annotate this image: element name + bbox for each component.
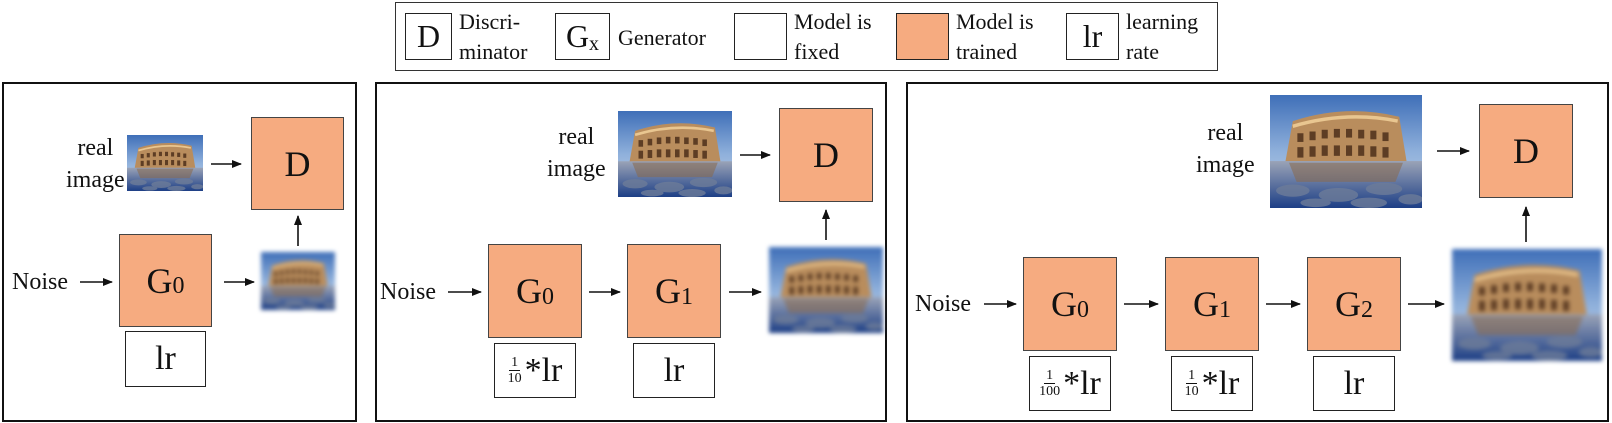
legend-d-label: Discri- minator [459, 9, 528, 64]
discriminator-3: D [1479, 104, 1573, 198]
lr-fraction-3-1-den: 10 [1184, 384, 1199, 399]
lr-box-3-1-label: *lr [1201, 364, 1240, 402]
stage-panel-1 [2, 82, 357, 422]
stage-panel-2 [375, 82, 887, 422]
generator-3-2-letter: G [1335, 284, 1361, 324]
lr-box-2-0: 1 10 *lr [494, 343, 576, 398]
lr-box-2-1: lr [633, 343, 715, 398]
lr-box-3-0-label: *lr [1063, 364, 1101, 402]
lr-fraction-3-1-num: 1 [1186, 368, 1198, 384]
real-image-label-2: real image [547, 124, 606, 182]
stage-panel-3 [906, 82, 1609, 422]
real-image-label-1: real image [66, 135, 125, 193]
lr-box-3-1: 1 10 *lr [1171, 356, 1253, 411]
discriminator-3-label: D [1513, 131, 1539, 171]
noise-label-3: Noise [915, 291, 971, 317]
legend-trained-box [896, 13, 949, 60]
lr-box-2-1-label: lr [663, 351, 685, 389]
lr-box-2-0-label: *lr [524, 351, 563, 389]
generator-3-2-sub: 2 [1361, 296, 1373, 323]
discriminator-1: D [251, 117, 344, 210]
generator-3-0-letter: G [1051, 284, 1077, 324]
legend-g-sub: x [589, 33, 600, 55]
generator-3-1-sub: 1 [1219, 296, 1231, 323]
generator-3-0-sub: 0 [1077, 296, 1089, 323]
legend-g-symbol: G [565, 18, 590, 54]
real-image-label-3: real image [1196, 120, 1255, 178]
generator-1-0-letter: G [146, 260, 173, 301]
generator-1-0-sub: 0 [172, 273, 185, 299]
lr-fraction-3-0-num: 1 [1044, 368, 1056, 384]
legend-d-symbol: D [416, 18, 441, 54]
lr-box-1-0: lr [125, 331, 206, 387]
lr-box-1-0-label: lr [155, 340, 176, 377]
lr-fraction-3-0: 1 100 [1039, 368, 1060, 399]
legend-lr-symbol: lr [1082, 18, 1103, 54]
generator-2-1-sub: 1 [681, 283, 693, 310]
legend-lr-label: learning rate [1126, 9, 1199, 64]
legend-trained-label: Model is trained [956, 9, 1034, 64]
noise-label-1: Noise [12, 269, 68, 295]
noise-label-2: Noise [380, 279, 436, 305]
lr-fraction-3-1: 1 10 [1185, 368, 1199, 399]
discriminator-1-label: D [284, 143, 311, 184]
legend-fixed-box [734, 13, 787, 60]
legend-lr-box: lr [1066, 13, 1119, 60]
discriminator-2-label: D [813, 135, 839, 175]
legend-fixed-label: Model is fixed [794, 9, 872, 64]
generator-2-0-letter: G [516, 271, 542, 311]
generator-2-1-letter: G [655, 271, 681, 311]
lr-fraction-2-0: 1 10 [508, 355, 522, 386]
lr-fraction-2-0-den: 10 [507, 371, 522, 386]
lr-fraction-2-0-num: 1 [509, 355, 521, 371]
lr-fraction-3-0-den: 100 [1039, 384, 1061, 399]
lr-box-3-0: 1 100 *lr [1029, 356, 1111, 411]
lr-box-3-2-label: lr [1343, 364, 1365, 402]
generator-2-0-sub: 0 [542, 283, 554, 310]
legend-d-box: D [405, 13, 452, 60]
legend-g-label: Generator [618, 25, 706, 50]
lr-box-3-2: lr [1313, 356, 1395, 411]
discriminator-2: D [779, 108, 873, 202]
generator-3-1-letter: G [1193, 284, 1219, 324]
